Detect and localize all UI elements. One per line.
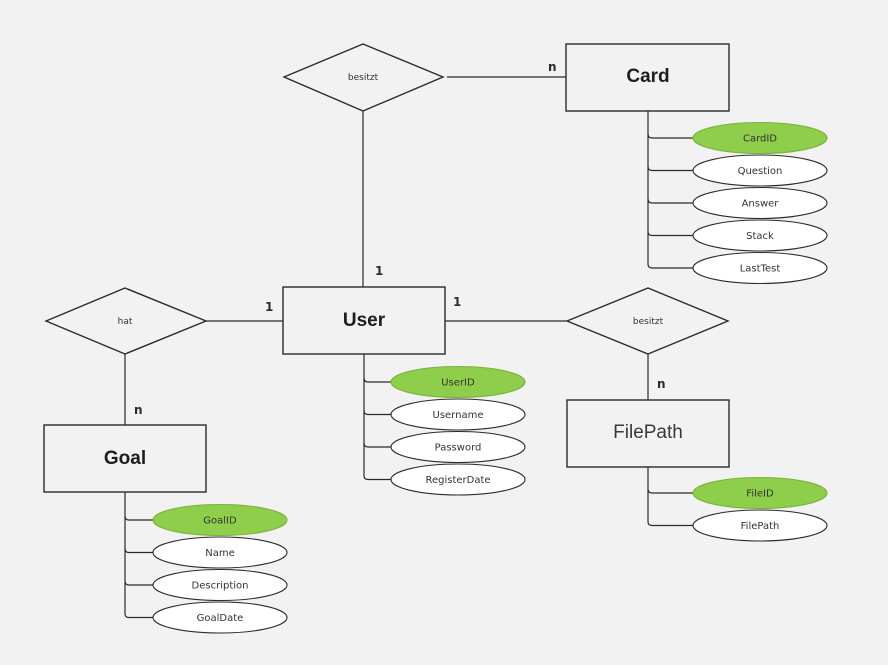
attribute-label: Question: [738, 166, 783, 177]
entity-name: User: [343, 310, 386, 331]
entity-goal: Goal: [43, 424, 207, 493]
attribute-branch: [363, 410, 391, 416]
attribute-branch: [647, 198, 693, 204]
attribute-branch: [124, 515, 153, 521]
entity-name: FilePath: [613, 422, 683, 443]
cardinality-goal-side: n: [134, 403, 143, 417]
attribute-label: GoalDate: [197, 613, 244, 624]
relationship-diamond: [282, 43, 445, 112]
attribute-label: FilePath: [741, 521, 780, 532]
attribute: [152, 601, 288, 634]
attribute-label: FileID: [746, 489, 774, 500]
attribute: [692, 186, 828, 220]
attribute-label: CardID: [743, 134, 777, 145]
attribute: [692, 219, 828, 252]
cardinality-filepath-side: n: [657, 377, 666, 391]
attribute: [390, 430, 526, 464]
entity-box: [566, 399, 730, 468]
filepath-attributes: FileID FilePath: [647, 467, 828, 542]
primary-key-attribute: [692, 121, 828, 155]
relationship-diamond: [44, 287, 208, 355]
attribute-label: GoalID: [203, 516, 237, 527]
entity-box: [43, 424, 207, 493]
attribute-label: Name: [205, 548, 235, 559]
attribute: [152, 568, 288, 602]
entity-box: [282, 286, 446, 355]
attribute-label: Username: [433, 410, 484, 421]
relationship-label: besitzt: [633, 317, 664, 327]
attribute-trunk: [363, 354, 391, 481]
attribute-trunk: [647, 467, 693, 527]
attribute-branch: [647, 166, 693, 172]
entity-user: User: [282, 286, 446, 355]
attribute: [390, 398, 526, 431]
entity-card: Card: [565, 43, 730, 112]
attribute-label: LastTest: [740, 264, 781, 275]
cardinalities: n 1 1 n 1 n: [134, 60, 666, 417]
attribute-branch: [124, 548, 153, 554]
relationship-user-goal: hat: [44, 287, 208, 355]
primary-key-attribute: [390, 365, 526, 399]
cardinality-user-left: 1: [265, 300, 273, 314]
attribute-branch: [124, 580, 153, 586]
attribute-branch: [363, 377, 391, 383]
attribute-label: Description: [192, 581, 249, 592]
attribute-branch: [363, 442, 391, 448]
attribute: [390, 463, 526, 496]
connectors: [124, 76, 649, 425]
entity-name: Goal: [104, 448, 146, 469]
relationship-diamond: [565, 287, 730, 355]
cardinality-card-side: n: [548, 60, 557, 74]
relationship-label: hat: [118, 317, 133, 327]
attribute: [692, 509, 828, 542]
attribute-branch: [647, 488, 693, 494]
attribute-branch: [647, 133, 693, 139]
attribute-label: UserID: [441, 378, 475, 389]
cardinality-user-top: 1: [375, 264, 383, 278]
primary-key-attribute: [152, 503, 288, 537]
attribute: [692, 251, 828, 285]
primary-key-attribute: [692, 476, 828, 510]
attribute-label: Answer: [742, 199, 780, 210]
relationship-user-card: besitzt: [282, 43, 445, 112]
relationship-label: besitzt: [348, 73, 379, 83]
attribute-label: Password: [435, 443, 482, 454]
attribute-trunk: [647, 111, 693, 269]
entity-box: [565, 43, 730, 112]
attribute-trunk: [124, 492, 153, 619]
entity-name: Card: [626, 66, 669, 87]
cardinality-user-right: 1: [453, 295, 461, 309]
attribute-label: RegisterDate: [425, 475, 490, 486]
entity-filepath: FilePath: [566, 399, 730, 468]
attribute: [692, 154, 828, 187]
relationship-user-filepath: besitzt: [565, 287, 730, 355]
attribute-branch: [647, 231, 693, 237]
attribute: [152, 536, 288, 569]
attribute-label: Stack: [746, 231, 774, 242]
